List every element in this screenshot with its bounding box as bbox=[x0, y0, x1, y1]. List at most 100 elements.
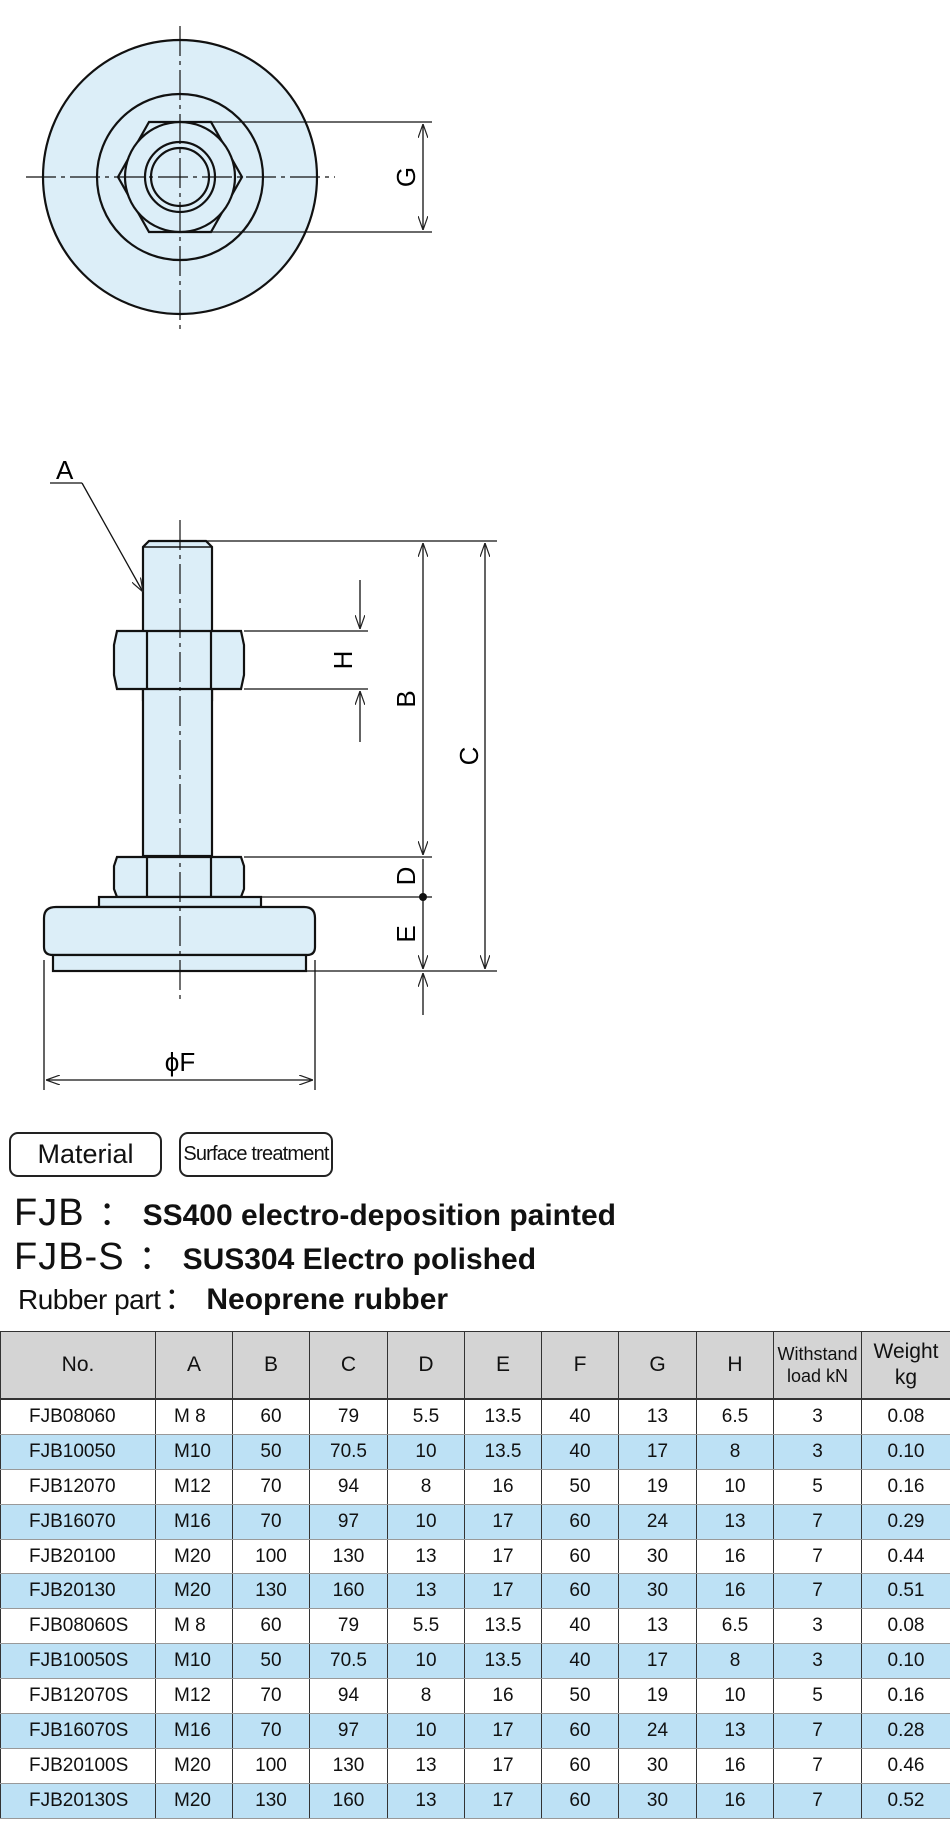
table-cell: 7 bbox=[773, 1539, 862, 1575]
table-cell: FJB08060S bbox=[0, 1608, 156, 1645]
table-cell: 8 bbox=[387, 1469, 465, 1505]
table-cell: M12 bbox=[155, 1469, 233, 1505]
table-cell: 0.08 bbox=[861, 1397, 950, 1435]
label-g: G bbox=[391, 167, 421, 187]
column-header: A bbox=[155, 1331, 233, 1400]
side-view bbox=[42, 520, 317, 1000]
table-cell: FJB12070 bbox=[0, 1469, 156, 1505]
column-header: D bbox=[387, 1331, 465, 1400]
table-cell: 30 bbox=[618, 1783, 697, 1819]
table-cell: 100 bbox=[232, 1748, 310, 1784]
column-header: E bbox=[464, 1331, 542, 1400]
table-cell: 5.5 bbox=[387, 1608, 465, 1645]
table-cell: 0.52 bbox=[861, 1783, 950, 1819]
spec-value: Neoprene rubber bbox=[206, 1283, 449, 1316]
label-b: B bbox=[391, 690, 421, 707]
table-cell: 50 bbox=[232, 1643, 310, 1680]
spec-code: Rubber part bbox=[18, 1284, 161, 1315]
table-cell: 50 bbox=[541, 1469, 619, 1505]
table-cell: 0.10 bbox=[861, 1643, 950, 1680]
table-cell: 17 bbox=[618, 1434, 697, 1470]
table-cell: 97 bbox=[309, 1504, 388, 1540]
table-cell: 0.29 bbox=[861, 1504, 950, 1540]
table-cell: 3 bbox=[773, 1397, 862, 1435]
table-cell: 13.5 bbox=[464, 1643, 542, 1680]
label-h: H bbox=[328, 651, 358, 670]
column-header: B bbox=[232, 1331, 310, 1400]
table-cell: 60 bbox=[541, 1783, 619, 1819]
table-cell: 0.16 bbox=[861, 1678, 950, 1715]
table-cell: 7 bbox=[773, 1504, 862, 1540]
table-cell: 97 bbox=[309, 1713, 388, 1749]
table-cell: 13 bbox=[387, 1539, 465, 1575]
upper-hex-nut bbox=[112, 629, 246, 691]
table-cell: 16 bbox=[464, 1469, 542, 1505]
table-cell: 30 bbox=[618, 1748, 697, 1784]
table-cell: 160 bbox=[309, 1573, 388, 1610]
table-cell: M12 bbox=[155, 1678, 233, 1715]
table-cell: FJB16070S bbox=[0, 1713, 156, 1749]
dimension-g bbox=[211, 121, 432, 233]
table-cell: 13 bbox=[387, 1573, 465, 1610]
table-cell: 13.5 bbox=[464, 1608, 542, 1645]
table-cell: 10 bbox=[387, 1434, 465, 1470]
table-cell: 13 bbox=[618, 1397, 697, 1435]
spec-value: SS400 electro-deposition painted bbox=[142, 1199, 616, 1232]
spec-code: FJB bbox=[14, 1192, 85, 1234]
table-cell: 60 bbox=[541, 1573, 619, 1610]
spec-fjb: FJB ： SS400 electro-deposition painted bbox=[14, 1186, 616, 1235]
table-cell: 130 bbox=[309, 1539, 388, 1575]
spec-colon: ： bbox=[164, 1283, 195, 1316]
table-cell: 70 bbox=[232, 1469, 310, 1505]
table-cell: 70.5 bbox=[309, 1434, 388, 1470]
table-cell: 40 bbox=[541, 1397, 619, 1435]
table-cell: 0.28 bbox=[861, 1713, 950, 1749]
table-cell: 8 bbox=[696, 1643, 774, 1680]
table-cell: 0.44 bbox=[861, 1539, 950, 1575]
table-cell: 70 bbox=[232, 1504, 310, 1540]
table-cell: M 8 bbox=[155, 1397, 233, 1435]
table-cell: 19 bbox=[618, 1678, 697, 1715]
technical-drawing: G bbox=[26, 26, 497, 1090]
table-cell: FJB20100S bbox=[0, 1748, 156, 1784]
spec-fjb-s: FJB-S ： SUS304 Electro polished bbox=[14, 1230, 536, 1279]
table-cell: 13 bbox=[387, 1783, 465, 1819]
table-cell: 7 bbox=[773, 1713, 862, 1749]
table-cell: 60 bbox=[541, 1713, 619, 1749]
table-cell: 60 bbox=[232, 1608, 310, 1645]
table-cell: 100 bbox=[232, 1539, 310, 1575]
column-header: C bbox=[309, 1331, 388, 1400]
table-cell: 0.16 bbox=[861, 1469, 950, 1505]
d-point-marker bbox=[419, 893, 427, 901]
label-a: A bbox=[56, 455, 74, 485]
label-e: E bbox=[391, 925, 421, 942]
table-cell: M16 bbox=[155, 1713, 233, 1749]
table-cell: 8 bbox=[387, 1678, 465, 1715]
table-cell: M 8 bbox=[155, 1608, 233, 1645]
table-cell: M20 bbox=[155, 1573, 233, 1610]
table-cell: 17 bbox=[618, 1643, 697, 1680]
table-cell: 10 bbox=[696, 1678, 774, 1715]
table-cell: 17 bbox=[464, 1504, 542, 1540]
column-header: F bbox=[541, 1331, 619, 1400]
table-cell: 7 bbox=[773, 1573, 862, 1610]
spec-rubber-part: Rubber part ： Neoprene rubber bbox=[18, 1274, 448, 1318]
label-phi-f: ϕF bbox=[165, 1047, 195, 1077]
table-cell: 0.08 bbox=[861, 1608, 950, 1645]
spec-colon: ： bbox=[138, 1239, 173, 1277]
dimension-lines bbox=[43, 482, 497, 1090]
table-cell: 19 bbox=[618, 1469, 697, 1505]
column-header: G bbox=[618, 1331, 697, 1400]
table-cell: 13.5 bbox=[464, 1397, 542, 1435]
table-cell: 7 bbox=[773, 1748, 862, 1784]
